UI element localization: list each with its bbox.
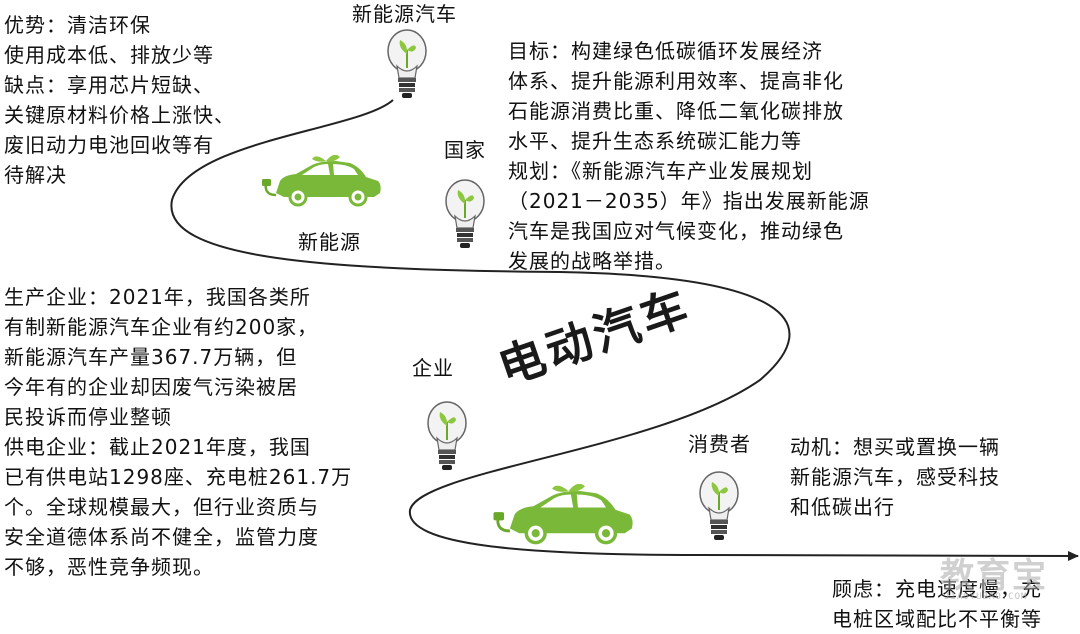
node-label-enterprise: 企业 <box>412 356 454 380</box>
nev-info-block: 优势：清洁环保 使用成本低、排放少等 缺点：享用芯片短缺、 关键原材料价格上涨快… <box>4 13 235 187</box>
enterprise-info-block: 生产企业：2021年，我国各类所 有制新能源汽车企业有约200家， 新能源汽车产… <box>4 285 353 579</box>
watermark-url: JIAOYUBAO.COM <box>944 592 1028 602</box>
s-curve-path <box>170 99 1079 561</box>
electric-car-icon <box>493 484 633 545</box>
light-bulb-icon <box>427 401 467 470</box>
light-bulb-icon <box>699 471 739 540</box>
node-label-consumer: 消费者 <box>688 432 751 456</box>
node-label-new-energy: 新能源 <box>298 230 361 254</box>
node-label-country: 国家 <box>444 138 486 162</box>
country-info-block: 目标：构建绿色低碳循环发展经济 体系、提升能源利用效率、提高非化 石能源消费比重… <box>508 39 870 273</box>
light-bulb-icon <box>445 179 485 248</box>
consumer-motive-block: 动机：想买或置换一辆 新能源汽车，感受科技 和低碳出行 <box>790 435 1000 519</box>
node-label-nev: 新能源汽车 <box>352 2 457 26</box>
electric-car-icon <box>262 155 381 207</box>
watermark-logo: 教育宝 <box>940 556 1048 596</box>
consumer-concern-block: 顾虑：充电速度慢，充 电桩区域配比不平衡等 <box>832 577 1042 631</box>
light-bulb-icon <box>387 29 427 98</box>
